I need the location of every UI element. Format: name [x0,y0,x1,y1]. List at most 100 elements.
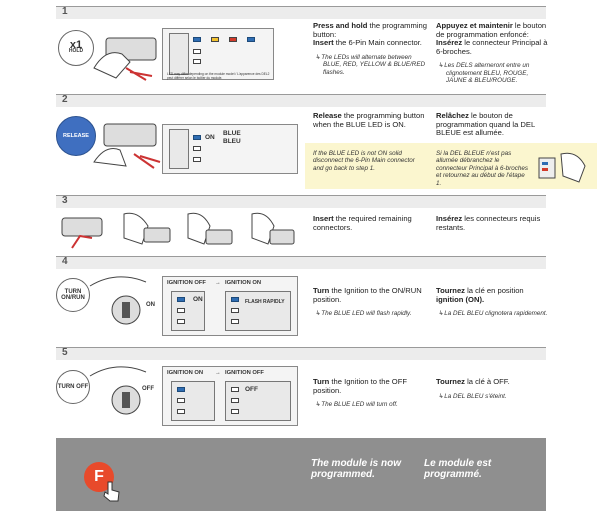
step-2-hint-en: If the BLUE LED is not ON solid disconne… [313,150,415,172]
final-message-fr: Le module est programmé. [424,458,492,480]
step-1-number: 1 [62,6,68,17]
step-5-fr-instruction: Tournez la clé à OFF. [436,377,510,386]
hand-disconnect-icon [538,152,586,183]
pin-on-3 [177,409,185,414]
led-blue-red [247,37,255,42]
hold-badge: x1 HOLD [58,30,94,66]
module-box-off [171,291,205,331]
step-2-number: 2 [62,94,68,105]
led-blue-flash [177,387,185,392]
bleu-label: BLEU [223,138,241,145]
step-5-illustration: TURN OFF OFF IGNITION ON → IGNITION OFF … [56,362,304,432]
step-4-en-note: The BLUE LED will flash rapidly. [313,310,431,317]
flash-label: FLASH RAPIDLY [245,299,285,305]
ignition-off-label: IGNITION OFF [167,280,206,286]
step-3-bar: 3 [56,195,546,208]
ignition-off-panel: IGNITION ON → IGNITION OFF OFF [162,366,298,426]
led-diagram-panel: LED may differ depending on the module m… [162,28,274,80]
svg-text:ON: ON [146,302,155,308]
step-1-illustration: x1 HOLD LED may differ depending on the … [56,22,304,90]
connector-insert-icon-4 [251,212,295,245]
blue-led-panel: ON BLUE BLEU [162,124,298,174]
led-blue-flash [231,297,239,302]
pin-2 [193,146,201,151]
blue-label: BLUE [223,130,241,137]
pin-off-2 [177,308,185,313]
hold-count: x1 [69,38,83,51]
step-1-fr: Appuyez et maintenir le bouton de progra… [436,21,548,85]
led-blue [193,37,201,42]
final-message-en: The module is now programmed. [311,458,402,480]
step-4-en: Turn the Ignition to the ON/RUN position… [313,286,431,318]
step-5-en: Turn the Ignition to the OFF position. T… [313,377,431,409]
connector-insert-icon-3 [187,212,233,245]
ignition-on-label: IGNITION ON [225,280,262,286]
step-2-fr: Relâchez le bouton de programmation quan… [436,111,548,138]
step-1-fr-note: Les DELS alterneront entre un clignoteme… [436,62,548,84]
ignition-on-panel: IGNITION OFF → IGNITION ON ON FLASH RAPI… [162,276,298,336]
step-2-bar: 2 [56,94,546,107]
pointer-hand-icon [103,481,120,502]
step-4-fr-instruction: Tournez la clé en position ignition (ON)… [436,286,524,304]
step-3-number: 3 [62,195,68,206]
ignition-key-on-icon: ON [89,276,155,325]
pin-off-3 [177,319,185,324]
pin-off-3 [231,409,239,414]
step-5-en-instruction: Turn the Ignition to the OFF position. [313,377,407,395]
pin-2 [193,49,201,54]
step-5-en-note: The BLUE LED will turn off. [313,401,431,408]
pin-off-2 [231,398,239,403]
ignition-off-label: IGNITION OFF [225,370,264,376]
on-label: ON [193,296,203,303]
led-blue-off [177,297,185,302]
step-2-en-instruction: Release the programming button when the … [313,111,425,129]
pin-on-2 [177,398,185,403]
release-badge: RELEASE [56,116,96,156]
step-4-bar: 4 [56,256,546,269]
ignition-arrow: → [215,280,221,286]
turn-off-badge: TURN OFF [56,370,90,404]
turn-on-badge: TURN ON/RUN [56,278,90,312]
ignition-arrow: → [215,370,221,376]
step-5-fr-note: La DEL BLEU s'éteint. [436,393,548,400]
pin-on-3 [231,319,239,324]
step-4-number: 4 [62,256,68,267]
pin-3 [193,59,201,64]
step-3-illustration [56,208,304,253]
ignition-on-label: IGNITION ON [167,370,204,376]
pin-on-2 [231,308,239,313]
final-banner: F The module is now programmed. Le modul… [56,438,546,511]
step-2-illustration: RELEASE ON BLUE BLEU [56,110,304,190]
step-3-fr: Insérez les connecteurs requis restants. [436,214,548,232]
led-off [231,387,239,392]
led-yellow [211,37,219,42]
module-box [169,129,189,169]
step-1-fr-instruction: Appuyez et maintenir le bouton de progra… [436,21,548,56]
ignition-key-off-icon: OFF [89,366,154,415]
step-2-hint-box: If the BLUE LED is not ON solid disconne… [305,143,597,189]
step-1-en-note: The LEDs will alternate between BLUE, RE… [313,54,431,76]
led-blue [193,135,201,140]
hand-release-icon [93,123,161,169]
step-1-en: Press and hold the programming button:In… [313,21,431,76]
connector-insert-icon-1 [61,217,103,249]
step-1-bar: 1 [56,6,546,19]
step-4-en-instruction: Turn the Ignition to the ON/RUN position… [313,286,422,304]
step-3-en: Insert the required remaining connectors… [313,214,431,232]
step-4-fr-note: La DEL BLEU clignotera rapidement. [436,310,548,317]
step-5-fr: Tournez la clé à OFF. La DEL BLEU s'étei… [436,377,548,400]
step-3-en-instruction: Insert the required remaining connectors… [313,214,412,232]
step-4-illustration: TURN ON/RUN ON IGNITION OFF → IGNITION O… [56,272,304,342]
step-4-fr: Tournez la clé en position ignition (ON)… [436,286,548,318]
led-red [229,37,237,42]
step-1-en-instruction: Press and hold the programming button:In… [313,21,427,48]
connector-insert-icon-2 [123,212,171,245]
step-3-fr-instruction: Insérez les connecteurs requis restants. [436,214,541,232]
step-5-number: 5 [62,347,68,358]
hand-press-icon [93,37,157,81]
on-label: ON [205,134,215,141]
led-note: LED may differ depending on the module m… [167,72,270,80]
step-5-bar: 5 [56,347,546,360]
step-2-fr-instruction: Relâchez le bouton de programmation quan… [436,111,535,138]
pin-3 [193,157,201,162]
